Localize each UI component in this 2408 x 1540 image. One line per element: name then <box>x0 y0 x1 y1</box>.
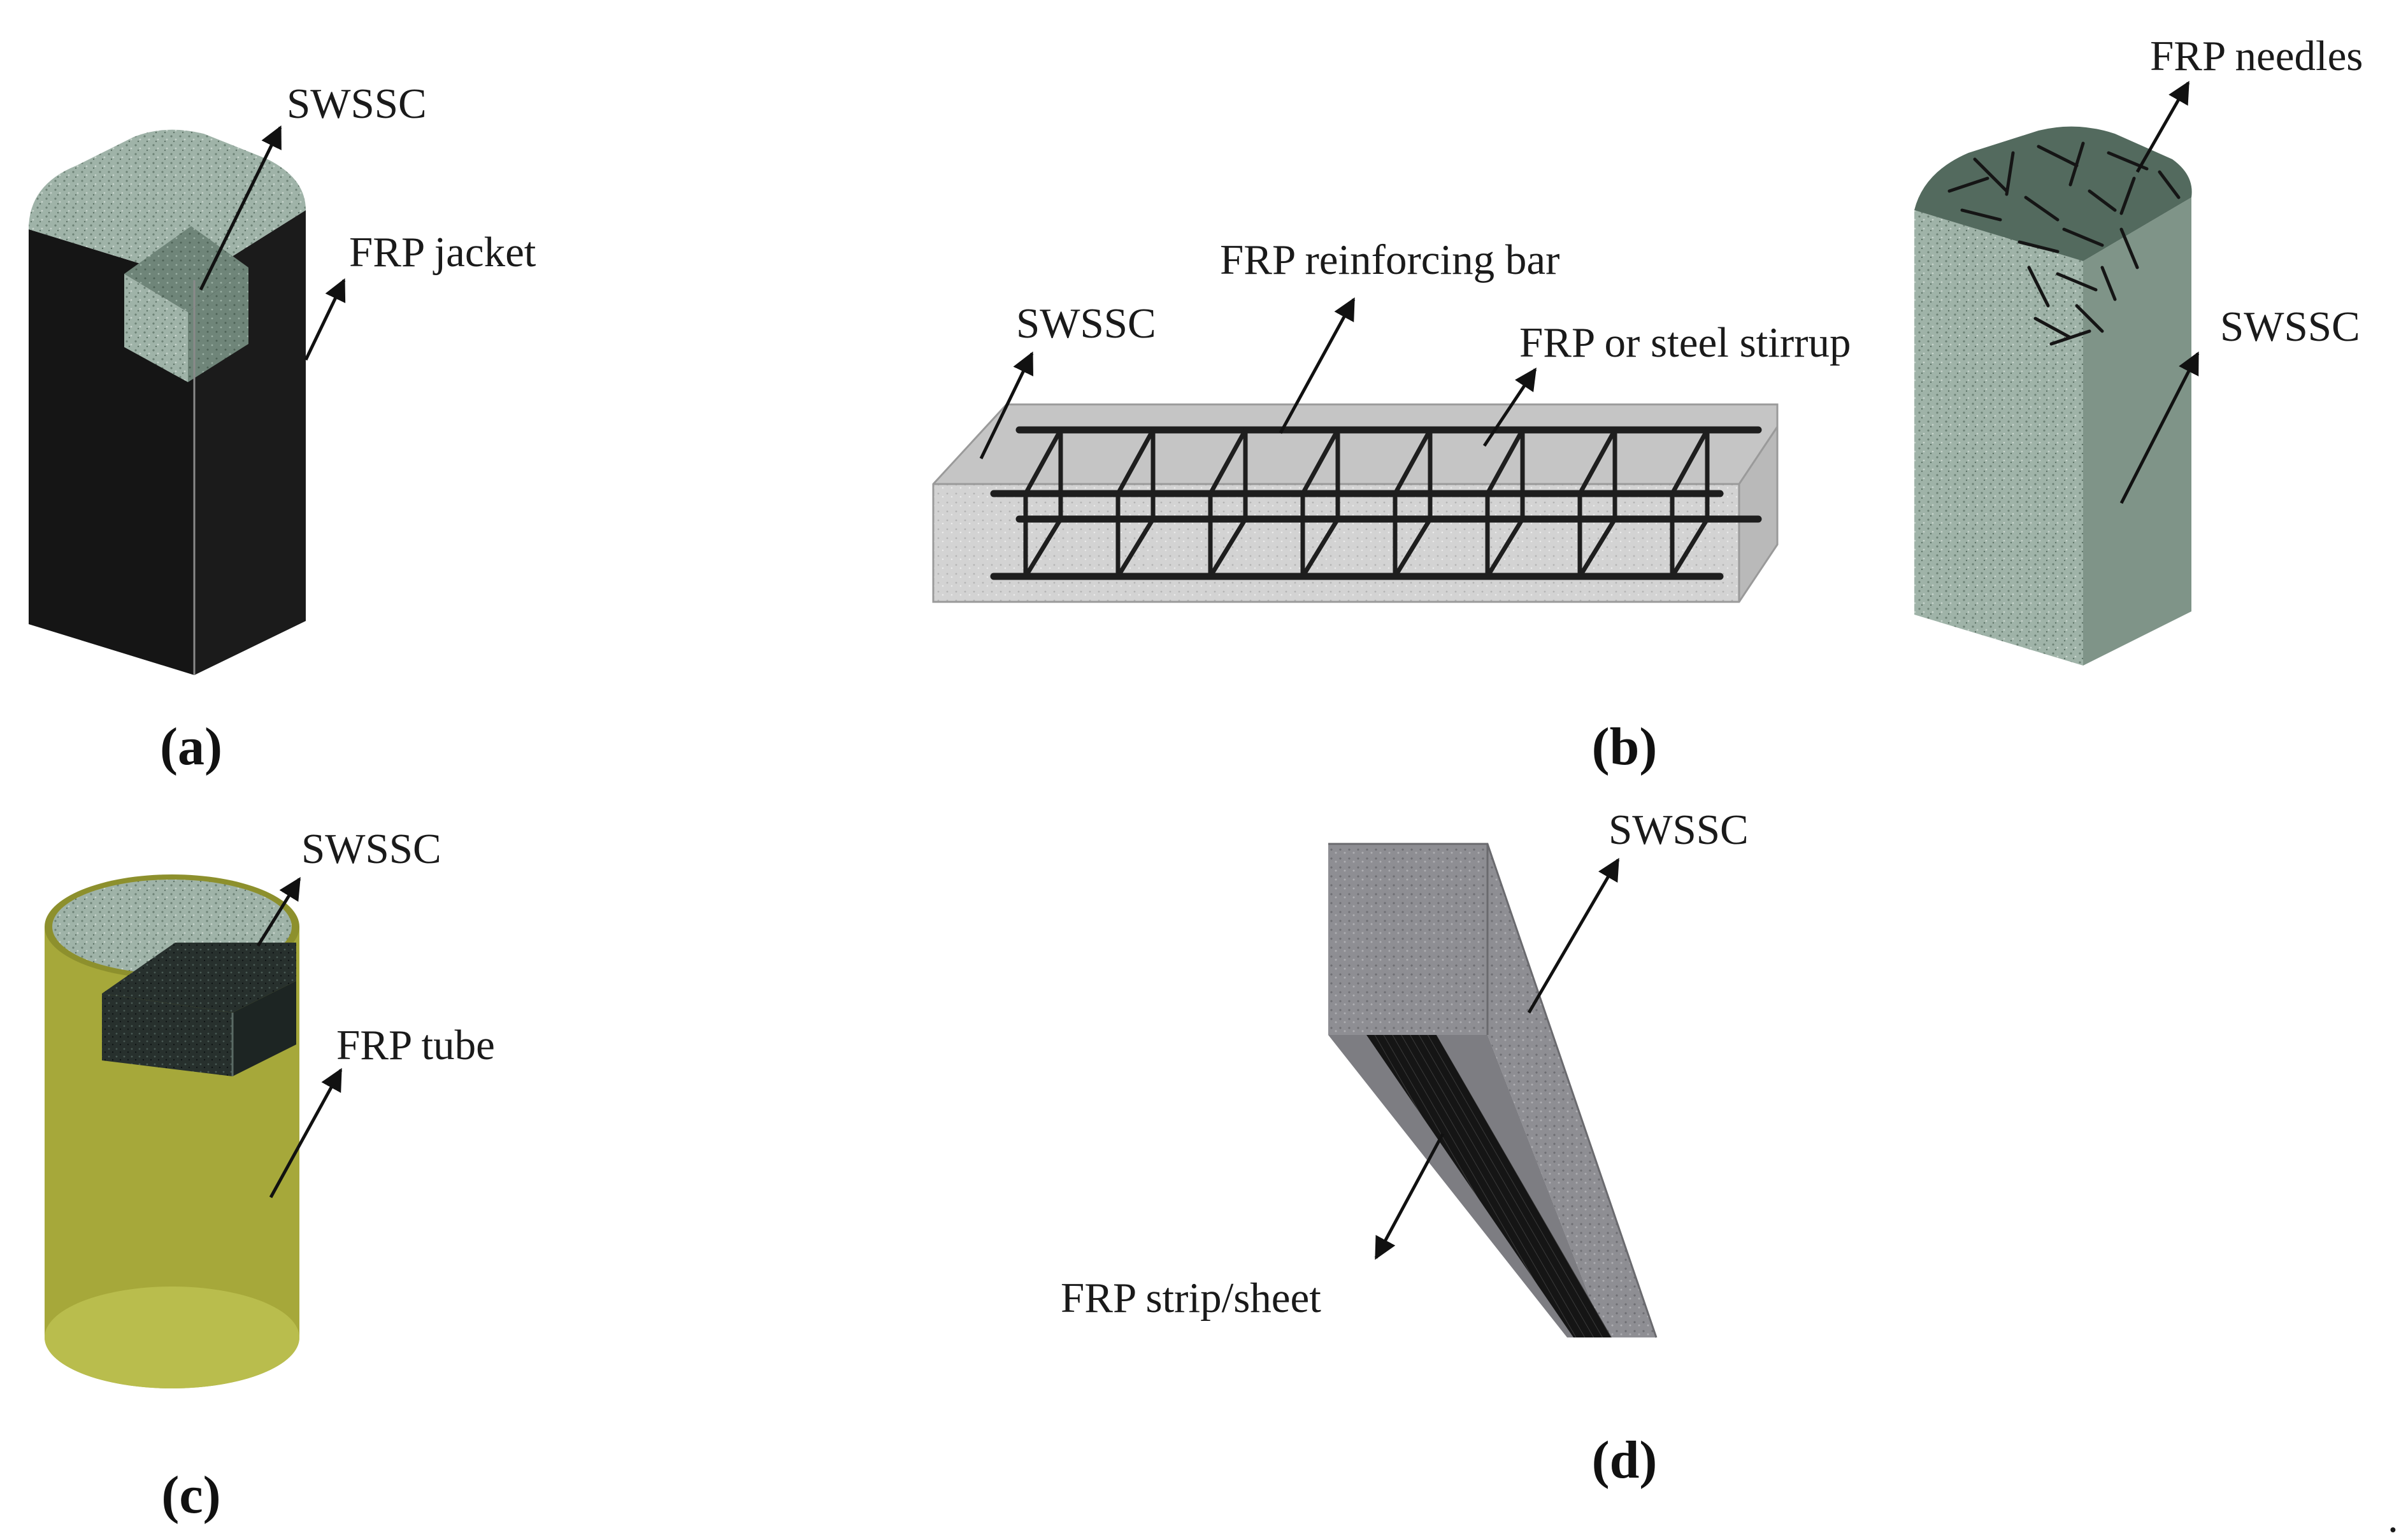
frp-strip <box>1366 1035 1612 1337</box>
arrow-d-swssc <box>1527 857 1620 1014</box>
label-b-column-swssc: SWSSC <box>2220 303 2360 350</box>
label-c-tube: FRP tube <box>336 1022 495 1069</box>
needles <box>1947 141 2181 346</box>
arrow-d-strip <box>1374 1132 1445 1260</box>
panel-a: SWSSC FRP jacket (a) <box>29 80 536 776</box>
arrow-c-tube <box>269 1067 343 1199</box>
arrow-b-needles <box>2135 80 2190 173</box>
caption-d: (d) <box>1592 1430 1658 1490</box>
trailing-period: . <box>2388 1494 2398 1540</box>
panel-b-beam: SWSSC FRP reinforcing bar FRP or steel s… <box>932 236 1851 603</box>
stirrup <box>1577 427 1617 579</box>
strip-beam-end-face <box>1328 844 1487 1035</box>
beam-top-face <box>933 404 1777 484</box>
arrow-c-swssc <box>256 877 301 947</box>
stirrup <box>1670 427 1710 579</box>
strip-beam-edges <box>1328 843 1658 1338</box>
tube-bottom <box>45 1287 299 1388</box>
caption-a: (a) <box>160 717 222 776</box>
arrow-a-swssc <box>199 125 282 291</box>
stirrup <box>1300 427 1340 579</box>
beam-front-face <box>933 484 1739 602</box>
tube-cutaway-top <box>102 943 296 1013</box>
panel-c: SWSSC FRP tube (c) <box>45 825 495 1525</box>
stirrup <box>1208 427 1248 579</box>
stirrup <box>1023 427 1063 579</box>
jacket-top <box>29 129 306 280</box>
cutaway-top <box>124 226 248 312</box>
label-d-strip: FRP strip/sheet <box>1061 1274 1321 1322</box>
label-b-bar: FRP reinforcing bar <box>1220 236 1559 283</box>
cutaway-left <box>124 274 188 382</box>
cutaway-right <box>188 267 248 382</box>
arrow-a-jacket <box>304 278 346 361</box>
needle-column-right-face <box>2083 197 2191 666</box>
label-a-swssc: SWSSC <box>287 80 427 127</box>
arrow-b-stirrup <box>1482 367 1537 447</box>
label-b-needles: FRP needles <box>2150 32 2363 80</box>
panel-d: SWSSC FRP strip/sheet (d) <box>1061 806 1749 1490</box>
stirrup <box>1485 427 1525 579</box>
stirrup <box>1115 427 1156 579</box>
label-c-swssc: SWSSC <box>301 825 441 873</box>
label-a-jacket: FRP jacket <box>349 229 536 276</box>
label-b-stirrup: FRP or steel stirrup <box>1519 319 1851 366</box>
stirrups <box>1023 427 1710 579</box>
arrow-b-beam-swssc <box>979 351 1034 460</box>
caption-b: (b) <box>1592 717 1658 776</box>
label-d-swssc: SWSSC <box>1609 806 1749 853</box>
panel-b-column: FRP needles SWSSC (b) <box>1592 32 2363 776</box>
needle-column-left-face <box>1914 210 2083 666</box>
tube-cutaway-left <box>102 994 233 1076</box>
stirrup <box>1393 427 1433 579</box>
caption-c: (c) <box>161 1465 220 1525</box>
arrow-b-column-swssc <box>2119 351 2200 504</box>
arrow-b-bar <box>1279 297 1356 434</box>
label-b-beam-swssc: SWSSC <box>1016 300 1156 347</box>
tube-cutaway-right <box>233 981 296 1076</box>
